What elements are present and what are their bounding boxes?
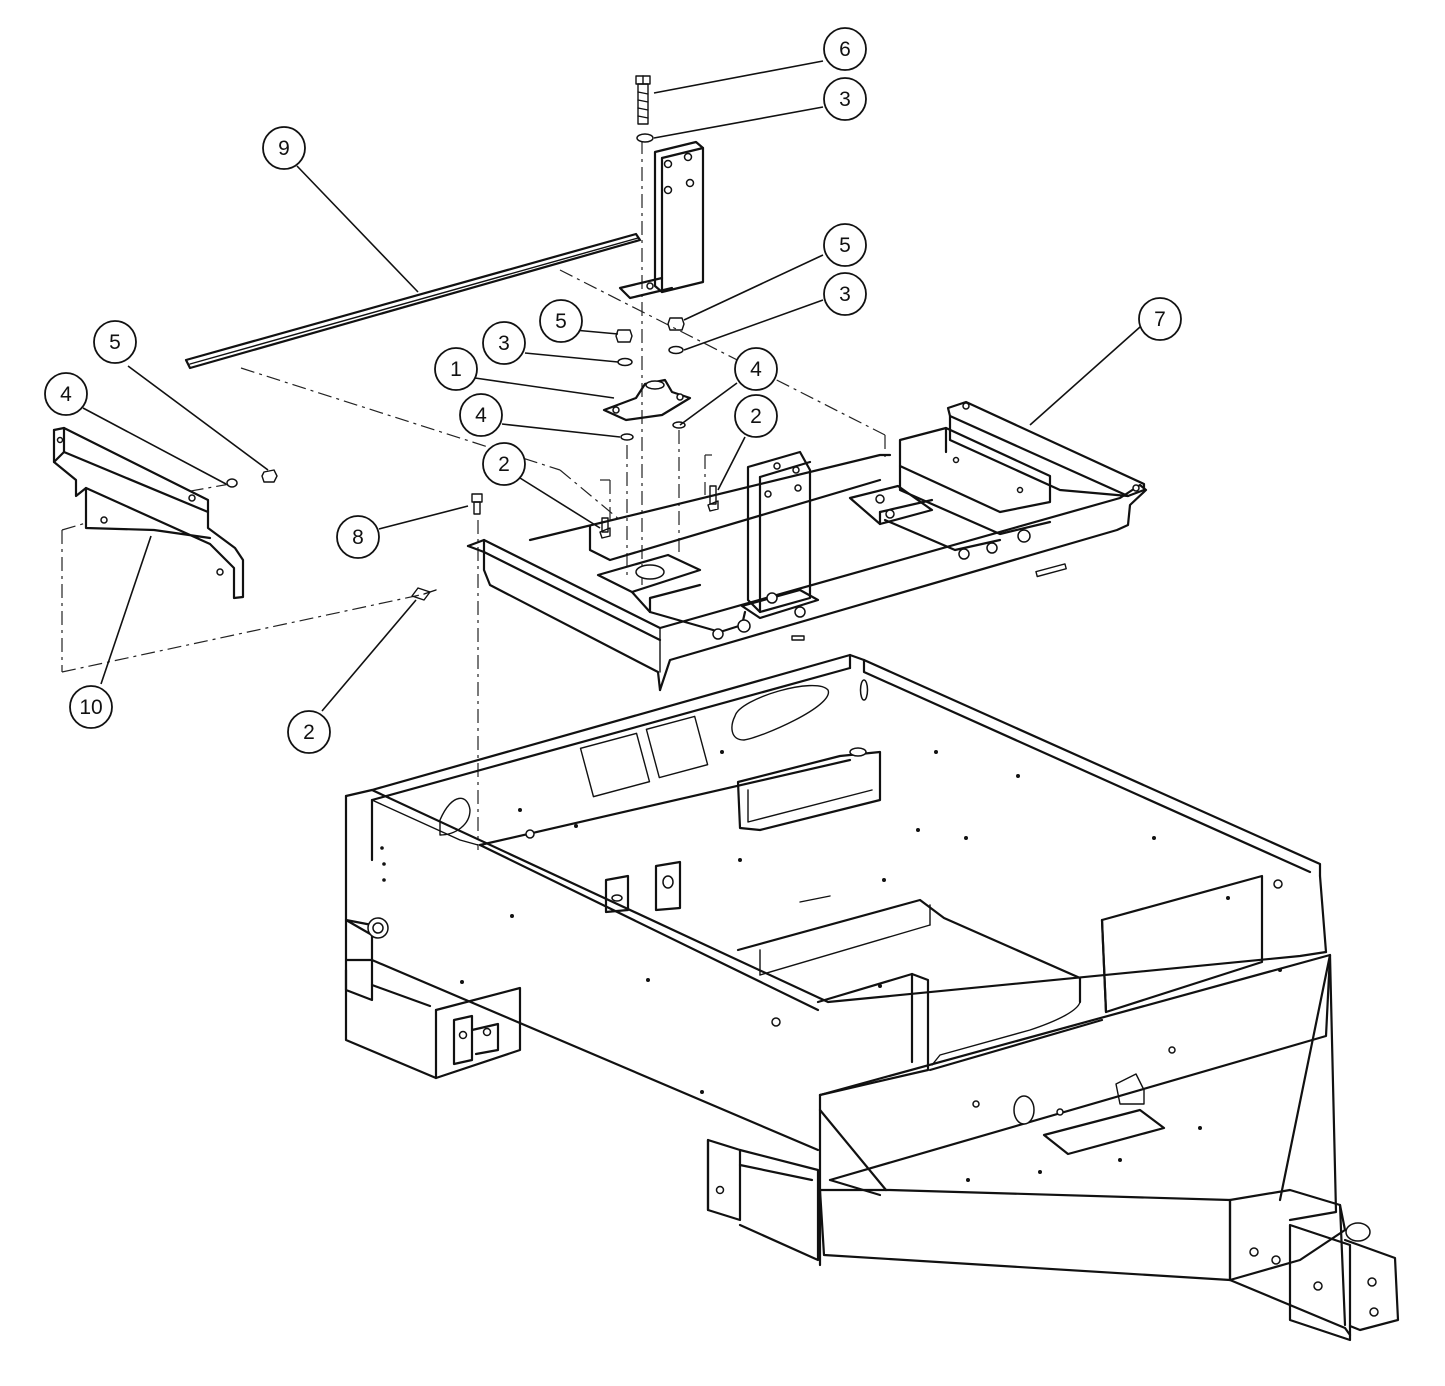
callout-2: 2 — [287, 710, 331, 754]
svg-text:2: 2 — [750, 405, 762, 428]
callout-3: 3 — [482, 321, 526, 365]
callout-3: 3 — [823, 272, 867, 316]
alignment-lines — [61, 140, 886, 850]
svg-text:5: 5 — [109, 331, 121, 354]
callout-5: 5 — [539, 299, 583, 343]
callout-1: 1 — [434, 347, 478, 391]
callout-2: 2 — [734, 394, 778, 438]
svg-text:10: 10 — [79, 696, 102, 719]
svg-text:3: 3 — [839, 88, 851, 111]
washer-part — [636, 133, 654, 143]
channel-bracket-part — [898, 400, 1146, 536]
hardware-stack — [411, 317, 719, 601]
callout-8: 8 — [336, 515, 380, 559]
svg-text:5: 5 — [555, 310, 567, 333]
svg-text:3: 3 — [839, 283, 851, 306]
svg-text:4: 4 — [60, 383, 72, 406]
side-bracket-part — [52, 426, 278, 600]
main-frame-part — [344, 653, 1400, 1342]
svg-text:6: 6 — [839, 38, 851, 61]
svg-text:9: 9 — [278, 137, 290, 160]
callout-4: 4 — [44, 372, 88, 416]
callout-4: 4 — [734, 347, 778, 391]
callout-9: 9 — [262, 126, 306, 170]
hex-bolt-part — [635, 75, 651, 125]
svg-text:8: 8 — [352, 526, 364, 549]
callout-balloons: 6 3 9 5 3 5 3 1 — [44, 27, 1182, 754]
callout-10: 10 — [69, 685, 113, 729]
svg-text:1: 1 — [450, 358, 462, 381]
callout-7: 7 — [1138, 297, 1182, 341]
svg-text:3: 3 — [498, 332, 510, 355]
callout-6: 6 — [823, 27, 867, 71]
svg-text:7: 7 — [1154, 308, 1166, 331]
callout-2: 2 — [482, 442, 526, 486]
svg-text:4: 4 — [475, 404, 487, 427]
upright-bracket-part — [618, 140, 705, 300]
callout-5: 5 — [823, 223, 867, 267]
svg-text:2: 2 — [498, 453, 510, 476]
svg-text:2: 2 — [303, 721, 315, 744]
svg-text:4: 4 — [750, 358, 762, 381]
leader-lines — [82, 60, 1141, 712]
callout-4: 4 — [459, 393, 503, 437]
upper-tray-part — [466, 450, 1148, 692]
callout-5: 5 — [93, 320, 137, 364]
svg-text:5: 5 — [839, 234, 851, 257]
callout-3: 3 — [823, 77, 867, 121]
long-bar-part — [184, 232, 642, 370]
